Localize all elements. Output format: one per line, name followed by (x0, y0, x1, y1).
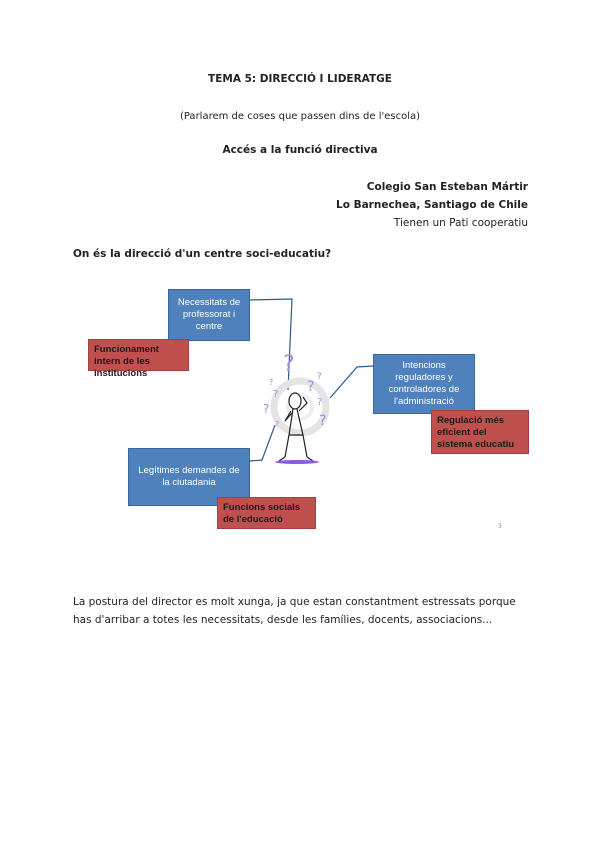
svg-text:?: ? (273, 389, 278, 400)
body-paragraph: La postura del director es molt xunga, j… (73, 596, 516, 626)
box-administration-intentions: Intencions reguladores y controladores d… (373, 354, 475, 414)
document-subtitle: (Parlarem de coses que passen dins de l'… (179, 111, 421, 122)
school-note: Tienen un Pati cooperatiu (393, 217, 528, 229)
footnote-mark: 3 (498, 523, 502, 530)
box-teacher-needs: Necessitats de professorat i centre (168, 289, 250, 341)
question-heading: On és la direcció d'un centre soci-educa… (73, 248, 332, 260)
svg-text:?: ? (317, 397, 322, 408)
svg-text:?: ? (269, 378, 273, 387)
box-administration-intentions-label: Intencions reguladores y controladores d… (388, 360, 460, 407)
box-citizen-demands: Legítimes demandes de la ciutadania (128, 448, 250, 506)
box-teacher-needs-label: Necessitats de professorat i centre (177, 297, 241, 332)
svg-text:?: ? (307, 379, 314, 395)
box-citizen-demands-label: Legítimes demandes de la ciutadania (138, 465, 240, 488)
section-title: Accés a la funció directiva (222, 144, 378, 156)
box-social-functions: Funcions socials de l'educació (217, 497, 316, 529)
svg-text:?: ? (319, 413, 326, 429)
box-internal-functioning-label: Funcionament intern de les institucions (94, 344, 159, 379)
box-efficient-regulation-label: Regulació més eficient del sistema educa… (437, 415, 515, 450)
svg-text:?: ? (283, 352, 295, 377)
box-internal-functioning: Funcionament intern de les institucions (88, 339, 189, 379)
svg-text:?: ? (317, 372, 322, 382)
box-social-functions-label: Funcions socials de l'educació (223, 502, 301, 525)
document-title: TEMA 5: DIRECCIÓ I LIDERATGE (208, 73, 392, 85)
school-info: Colegio San Esteban Mártir Lo Barnechea,… (336, 178, 528, 232)
svg-text:?: ? (263, 402, 269, 416)
confused-person-icon: ? ? ? ? ? ? ? ? ? (263, 352, 330, 464)
school-location: Lo Barnechea, Santiago de Chile (336, 199, 528, 211)
school-name: Colegio San Esteban Mártir (366, 181, 528, 193)
svg-text:?: ? (275, 420, 279, 429)
box-efficient-regulation: Regulació més eficient del sistema educa… (431, 410, 529, 454)
